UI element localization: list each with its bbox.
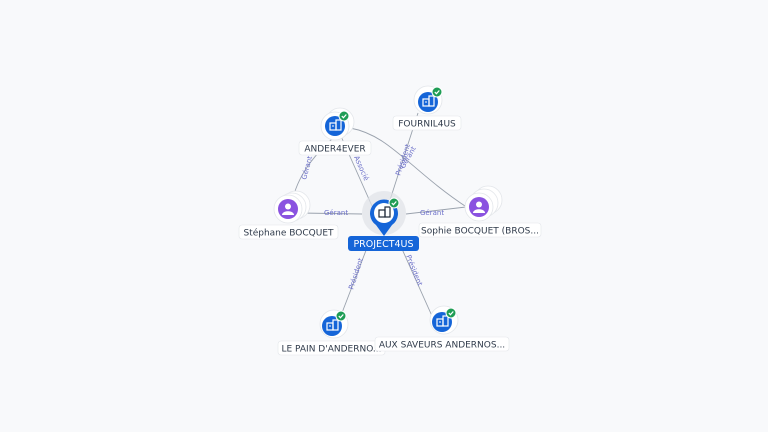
building-icon [378, 206, 391, 218]
edge-label-president-saveurs: Président [404, 254, 424, 288]
check-badge-icon [335, 310, 347, 322]
edge-center-saveurs [397, 239, 433, 317]
node-label: FOURNIL4US [398, 120, 456, 130]
check-badge-icon [445, 307, 457, 319]
node-label: Sophie BOCQUET (BROS... [421, 227, 539, 237]
node-ander4ever[interactable]: ANDER4EVER [298, 107, 372, 156]
node-le-pain[interactable]: LE PAIN D'ANDERNO... [277, 309, 386, 356]
node-label: ANDER4EVER [304, 145, 365, 155]
edge-ander-sophie [349, 127, 469, 209]
check-badge-icon [338, 110, 350, 122]
node-label: PROJECT4US [353, 239, 413, 250]
node-fournil4us[interactable]: FOURNIL4US [392, 85, 462, 131]
edge-center-pain [339, 239, 371, 319]
node-label: AUX SAVEURS ANDERNOS... [379, 341, 505, 351]
edge-label-gerant-sophie: Gérant [420, 209, 444, 217]
node-sophie-bocquet[interactable]: Sophie BOCQUET (BROS... [418, 185, 542, 238]
edge-label-gerant-stephane: Gérant [324, 209, 348, 217]
check-badge-icon [431, 86, 443, 98]
node-label: Stéphane BOCQUET [243, 228, 334, 239]
node-project4us[interactable]: PROJECT4US [348, 191, 419, 251]
edge-sophie-center [405, 206, 467, 215]
node-label: LE PAIN D'ANDERNO... [281, 345, 381, 355]
node-stephane-bocquet[interactable]: Stéphane BOCQUET [238, 190, 339, 240]
edge-label-gerant-ander: Gérant [300, 155, 314, 181]
edge-label-president-pain: Président [347, 257, 365, 291]
edges [292, 112, 469, 319]
edge-stephane-center [299, 212, 363, 215]
check-badge-icon [388, 197, 400, 209]
node-aux-saveurs[interactable]: AUX SAVEURS ANDERNOS... [374, 305, 510, 352]
